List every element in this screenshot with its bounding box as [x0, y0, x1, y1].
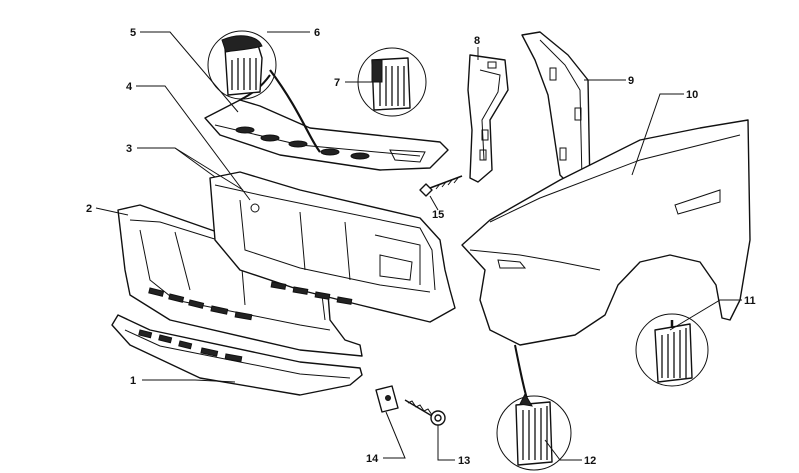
detail-11-seal [635, 313, 709, 387]
part-8-bracket [467, 54, 509, 183]
callout-15: 15 [432, 209, 444, 221]
callout-8: 8 [474, 35, 480, 47]
part-14-clip-nut [375, 385, 399, 413]
callout-7: 7 [334, 77, 340, 89]
detail-12-seal [496, 344, 572, 471]
callout-9: 9 [628, 75, 634, 87]
callout-4: 4 [126, 81, 133, 93]
callout-2: 2 [86, 203, 92, 215]
part-9-side-panel [521, 31, 591, 191]
part-5-cross-panel [204, 69, 449, 171]
callout-3: 3 [126, 143, 132, 155]
detail-6-seal-profile [207, 30, 277, 100]
part-13-screw [404, 399, 446, 426]
callout-6: 6 [314, 27, 320, 39]
callout-12: 12 [584, 455, 596, 467]
part-15-bolt [419, 175, 463, 197]
callout-11: 11 [744, 295, 756, 307]
leader-lines [95, 31, 742, 461]
callout-1: 1 [130, 375, 136, 387]
callout-14: 14 [366, 453, 379, 465]
callout-labels: 1 2 3 4 5 6 7 8 9 10 11 12 13 14 15 [86, 27, 756, 467]
part-1-lower-spoiler [111, 314, 363, 396]
part-10-fender [461, 119, 751, 346]
callout-10: 10 [686, 89, 698, 101]
callout-5: 5 [130, 27, 136, 39]
part-3-grille-panel [209, 171, 456, 323]
callout-13: 13 [458, 455, 470, 467]
